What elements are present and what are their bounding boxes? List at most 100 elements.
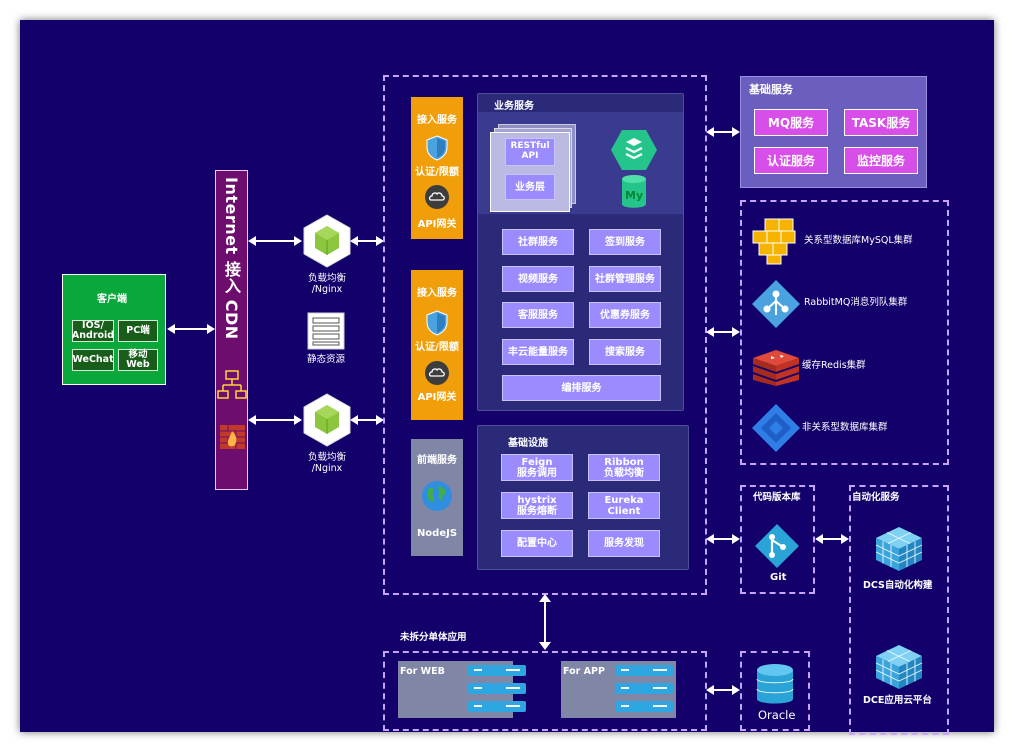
- shield-icon: [426, 135, 448, 161]
- git-container: [740, 485, 815, 594]
- cdn-label: Internet 接入 CDN: [222, 177, 241, 340]
- arrow-main-basic: [706, 127, 740, 137]
- basic-mq: MQ服务: [754, 109, 828, 136]
- server-unit: [615, 683, 673, 694]
- service-energy: 丰云能量服务: [502, 339, 574, 365]
- arrow-cdn-lb-top: [248, 236, 302, 246]
- cluster-rabbitmq: RabbitMQ消息列队集群: [804, 297, 908, 308]
- lb-bottom-label: 负载均衡 /Nginx: [307, 452, 346, 475]
- client-ios-android: IOS/ Android: [71, 320, 115, 342]
- redis-icon: [753, 350, 799, 386]
- gateway-bottom-auth: 认证/限额: [415, 342, 459, 353]
- basic-services-title: 基础服务: [749, 83, 793, 96]
- oracle-container: [740, 651, 810, 731]
- for-web-box: For WEB: [398, 661, 526, 718]
- frontend-box: 前端服务 NodeJS: [411, 439, 463, 556]
- git-title: 代码版本库: [753, 492, 801, 503]
- gateway-top-auth: 认证/限额: [415, 167, 459, 178]
- server-unit: [468, 701, 526, 712]
- git-icon: [755, 524, 799, 568]
- git-label: Git: [770, 572, 787, 583]
- service-video: 视频服务: [502, 266, 574, 292]
- jira-icon: [752, 404, 800, 452]
- arrow-git-auto: [815, 534, 849, 544]
- basic-services-box: 基础服务 MQ服务 TASK服务 认证服务 监控服务: [740, 76, 927, 188]
- business-title: 业务服务: [494, 101, 534, 112]
- service-search: 搜索服务: [589, 339, 661, 365]
- dce-cube-icon: [875, 645, 923, 689]
- client-box: 客户端 IOS/ Android PC端 WeChat 移动 Web: [62, 274, 166, 385]
- gateway-top: 接入服务 认证/限额 API网关: [411, 97, 463, 239]
- mysql-cubes-icon: [752, 218, 796, 265]
- client-title: 客户端: [97, 294, 127, 305]
- service-customer: 客服服务: [502, 302, 574, 328]
- oracle-db-icon: [756, 664, 794, 704]
- service-checkin: 签到服务: [589, 229, 661, 255]
- business-panel: 业务服务 RESTful API 业务层 My 社群服务 签到服务 视频服务 社…: [477, 93, 684, 411]
- cluster-redis: 缓存Redis集群: [802, 360, 866, 371]
- infra-panel: 基础设施 Feign 服务调用 Ribbon 负载均衡 hystrix 服务熔断…: [477, 425, 689, 570]
- cluster-mysql: 关系型数据库MySQL集群: [804, 235, 913, 246]
- mysql-cylinder-icon: My: [622, 175, 646, 208]
- arrow-cdn-lb-bottom: [248, 415, 302, 425]
- arrow-monolith-oracle: [706, 685, 740, 695]
- frontend-title: 前端服务: [417, 455, 457, 466]
- gateway-top-api: API网关: [417, 219, 457, 230]
- basic-monitor: 监控服务: [844, 147, 918, 174]
- arrow-main-git: [706, 534, 740, 544]
- server-unit: [615, 665, 673, 676]
- service-community: 社群服务: [502, 229, 574, 255]
- arrow-main-clusters: [706, 327, 740, 337]
- service-coupon: 优惠券服务: [589, 302, 661, 328]
- server-unit: [468, 683, 526, 694]
- nginx-icon-top: [303, 214, 351, 268]
- infra-hystrix: hystrix 服务熔断: [501, 492, 573, 519]
- client-mobile-web: 移动 Web: [118, 349, 158, 371]
- client-pc: PC端: [118, 320, 158, 342]
- cluster-nosql: 非关系型数据库集群: [802, 422, 888, 433]
- basic-auth: 认证服务: [754, 147, 828, 174]
- service-orchestration: 编排服务: [502, 375, 661, 401]
- for-app-box: For APP: [561, 661, 676, 718]
- cloud-icon: [425, 361, 449, 385]
- arrow-main-monolith: [539, 594, 551, 650]
- nodejs-label: NodeJS: [416, 528, 458, 539]
- network-icon: [217, 370, 247, 399]
- static-resource-label: 静态资源: [306, 354, 345, 365]
- server-unit: [615, 701, 673, 712]
- nginx-icon-bottom: [303, 393, 351, 447]
- svg-text:My: My: [625, 189, 643, 202]
- server-unit: [468, 665, 526, 676]
- automation-container: [849, 485, 949, 735]
- automation-title: 自动化服务: [852, 492, 900, 503]
- shield-icon: [426, 310, 448, 336]
- globe-icon: [422, 481, 452, 511]
- rabbitmq-icon: [752, 280, 800, 328]
- restful-api-box: RESTful API: [505, 138, 555, 166]
- gateway-bottom-title: 接入服务: [417, 288, 457, 299]
- oracle-label: Oracle: [758, 708, 796, 722]
- arrow-client-cdn: [167, 324, 215, 334]
- basic-task: TASK服务: [844, 109, 918, 136]
- for-web-label: For WEB: [400, 666, 445, 677]
- arrow-lb-gw-top: [350, 236, 384, 246]
- infra-discovery: 服务发现: [588, 530, 660, 557]
- dcs-cube-icon: [875, 527, 923, 571]
- firewall-icon: [220, 425, 245, 449]
- service-community-admin: 社群管理服务: [589, 266, 661, 292]
- infra-ribbon: Ribbon 负载均衡: [588, 454, 660, 481]
- client-wechat: WeChat: [72, 349, 114, 371]
- lb-top-label: 负载均衡 /Nginx: [307, 273, 346, 296]
- arrow-lb-gw-bottom: [350, 415, 384, 425]
- infra-eureka: Eureka Client: [588, 492, 660, 519]
- cdn-bar: Internet 接入 CDN: [215, 170, 248, 490]
- monolith-title: 未拆分单体应用: [400, 632, 467, 643]
- infra-feign: Feign 服务调用: [501, 454, 573, 481]
- gateway-bottom: 接入服务 认证/限额 API网关: [411, 270, 463, 420]
- cloud-icon: [425, 185, 449, 209]
- gateway-top-title: 接入服务: [417, 115, 457, 126]
- business-layer-box: 业务层: [505, 174, 555, 200]
- for-app-label: For APP: [563, 666, 605, 677]
- clusters-container: [740, 200, 949, 465]
- architecture-diagram: 客户端 IOS/ Android PC端 WeChat 移动 Web Inter…: [20, 20, 994, 735]
